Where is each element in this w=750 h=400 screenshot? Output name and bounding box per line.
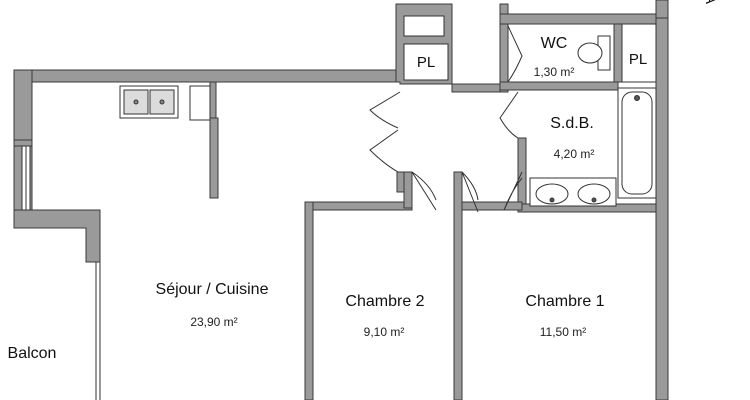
wall-wc-top — [499, 13, 661, 25]
door-hall-lower — [369, 129, 399, 173]
toilet — [577, 35, 611, 71]
wall-top-corner — [655, 0, 669, 19]
pl-left-niche — [403, 15, 445, 37]
door-wc — [507, 25, 523, 83]
room-name-chambre2: Chambre 2 — [345, 293, 424, 310]
wall-ch-divider — [453, 171, 463, 400]
room-name-sejour: Séjour / Cuisine — [156, 281, 269, 298]
room-name-wc: WC — [541, 35, 568, 52]
kitchen-cabinet — [189, 85, 211, 121]
wall-sdb-left — [517, 137, 527, 211]
room-name-sdb: S.d.B. — [550, 115, 594, 132]
wall-ch1-top — [455, 201, 523, 211]
room-name-balcon: Balcon — [8, 345, 57, 362]
room-name-chambre1: Chambre 1 — [525, 293, 604, 310]
room-area-chambre2: 9,10 m² — [364, 325, 405, 339]
door-chambre2 — [411, 171, 437, 211]
corner-letter: A — [702, 0, 719, 4]
wall-kitchen-col — [209, 117, 219, 199]
door-chambre1 — [461, 171, 479, 213]
wall-ch2-left — [304, 201, 314, 400]
wall-wc-left — [499, 3, 509, 93]
wall-ch2-right — [403, 171, 413, 209]
doors — [369, 25, 523, 213]
closet-interiors — [403, 15, 657, 83]
wall-kitchen-partition — [209, 81, 217, 123]
wall-center-upper — [451, 83, 501, 93]
bathtub — [617, 87, 657, 199]
pl-right-interior — [621, 23, 657, 83]
wall-left-jamb — [13, 139, 33, 147]
room-area-wc: 1,30 m² — [534, 65, 575, 79]
wall-top-living — [13, 69, 401, 83]
wall-wc-bottom — [499, 81, 619, 91]
windows — [21, 145, 101, 400]
wall-right — [655, 13, 669, 400]
washbasins — [529, 177, 617, 207]
door-hall-upper — [369, 91, 401, 129]
fixtures — [119, 35, 657, 207]
kitchen-sink — [119, 85, 179, 119]
closet-label-left: PL — [417, 54, 435, 71]
pl-left-interior — [403, 43, 449, 81]
room-labels: Séjour / Cuisine 23,90 m² Chambre 2 9,10… — [8, 0, 719, 362]
door-ch1-right — [503, 171, 523, 211]
room-area-sejour: 23,90 m² — [190, 315, 237, 329]
closet-label-right: PL — [629, 51, 647, 68]
wall-left-pier — [13, 209, 101, 263]
wall-pl-right-left — [613, 23, 623, 83]
room-area-sdb: 4,20 m² — [554, 147, 595, 161]
door-sdb — [499, 91, 519, 139]
room-area-chambre1: 11,50 m² — [540, 325, 586, 339]
wall-ch2-top — [309, 201, 413, 211]
